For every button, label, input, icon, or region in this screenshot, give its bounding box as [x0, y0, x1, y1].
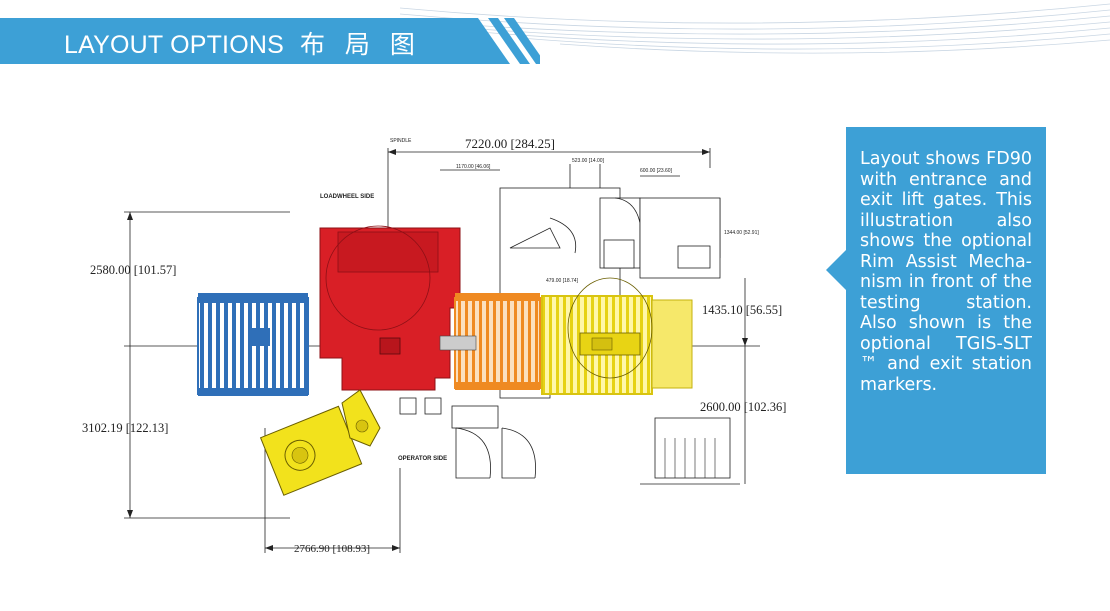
- dim-right-lower: 2600.00 [102.36]: [700, 400, 786, 414]
- dim-left-lower: 3102.19 [122.13]: [82, 421, 168, 435]
- info-description: Layout shows FD90 with entrance and exit…: [860, 149, 1032, 395]
- dim-small-1: 1170.00 [46.06]: [456, 164, 491, 170]
- label-spindle: SPINDLE: [390, 138, 412, 144]
- dim-left-upper: 2580.00 [101.57]: [90, 263, 176, 277]
- dim-small-5: 479.00 [18.74]: [546, 278, 579, 284]
- label-loadwheel-side: LOADWHEEL SIDE: [320, 194, 374, 200]
- page-title-chinese: 布 局 图: [299, 30, 421, 59]
- dim-small-4: 1344.00 [52.91]: [724, 230, 759, 236]
- dim-small-3: 600.00 [23.60]: [640, 168, 673, 174]
- dim-bottom-width: 2766.90 [108.93]: [294, 543, 370, 555]
- info-callout-pointer: [826, 250, 846, 290]
- header-decoration-lines: [400, 3, 1110, 54]
- dim-right-upper: 1435.10 [56.55]: [702, 303, 782, 317]
- layout-diagram: 7220.00 [284.25] 2580.00 [101.57] 3102.1…: [82, 136, 786, 555]
- label-operator-side: OPERATOR SIDE: [398, 456, 447, 462]
- title-banner: [0, 18, 540, 64]
- info-callout: Layout shows FD90 with entrance and exit…: [846, 127, 1046, 474]
- dim-top-width: 7220.00 [284.25]: [465, 136, 555, 151]
- dim-small-2: 523.00 [14.00]: [572, 158, 605, 164]
